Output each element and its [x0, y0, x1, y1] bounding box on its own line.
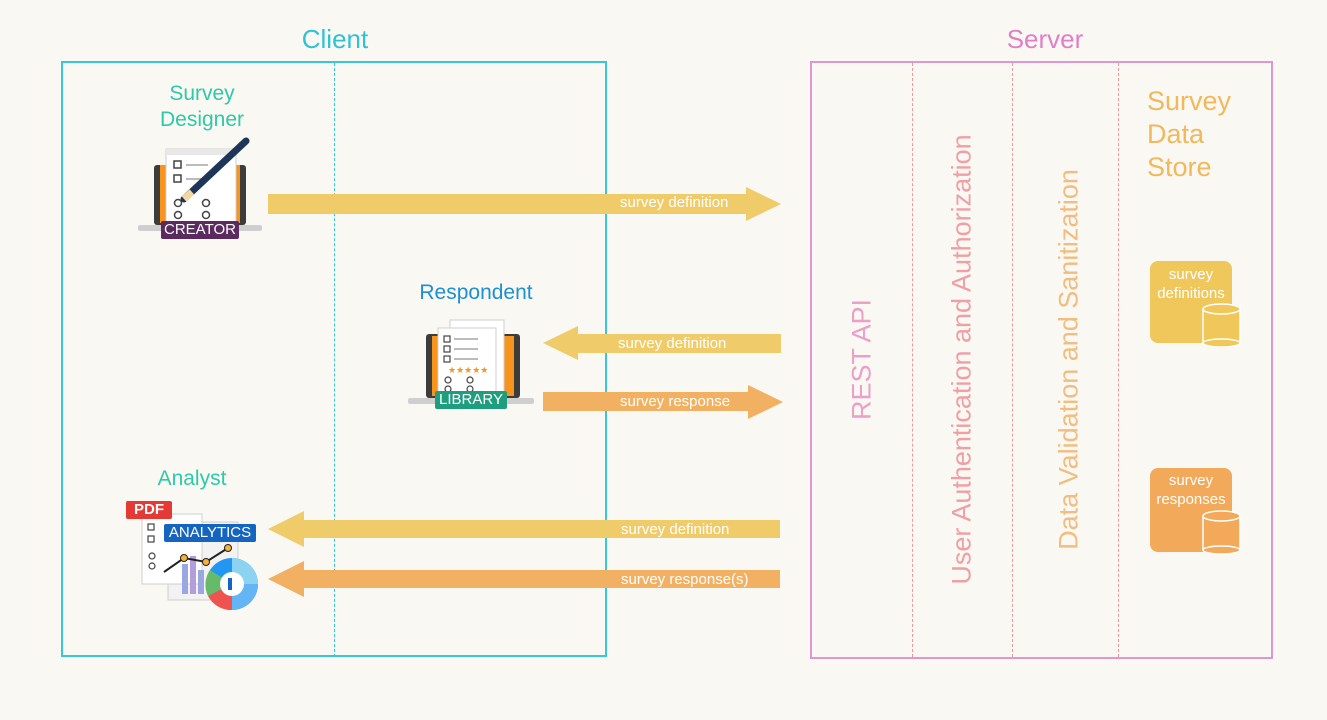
creator-icon: [138, 137, 262, 231]
survey-responses-label: survey responses: [1156, 472, 1226, 508]
validation-layer-label: Data Validation and Sanitization: [1053, 169, 1084, 550]
flow-label-analyst-responses: survey response(s): [621, 571, 749, 588]
respondent-label: Respondent: [419, 281, 533, 304]
flow-arrow-designer-to-server: [268, 187, 781, 221]
flow-label-designer: survey definition: [620, 194, 729, 211]
flow-arrow-definition-to-respondent: [543, 326, 781, 360]
survey-definitions-label: survey definitions: [1157, 266, 1225, 302]
survey-designer-label: Survey Designer: [159, 82, 245, 131]
server-divider-3: [1118, 63, 1119, 657]
library-icon: ★★★★★: [408, 319, 534, 404]
analytics-icon: [141, 513, 258, 611]
server-divider-2: [1012, 63, 1013, 657]
survey-definitions-store: [1150, 261, 1241, 347]
server-title: Server: [1006, 24, 1084, 54]
analytics-badge: ANALYTICS: [164, 524, 256, 542]
analyst-label: Analyst: [157, 467, 227, 490]
flow-label-respondent-response: survey response: [620, 393, 731, 410]
creator-badge: CREATOR: [161, 221, 239, 239]
client-divider: [334, 63, 335, 657]
svg-text:★★★★★: ★★★★★: [448, 365, 488, 375]
pdf-badge: PDF: [126, 501, 172, 519]
rest-api-label: REST API: [846, 298, 877, 421]
server-boundary: [810, 61, 1273, 659]
auth-layer-label: User Authentication and Authorization: [946, 134, 977, 585]
client-title: Client: [301, 24, 369, 54]
flow-arrow-responses-to-analyst: [268, 561, 780, 597]
library-badge: LIBRARY: [435, 391, 507, 409]
flow-label-analyst-definition: survey definition: [621, 521, 730, 538]
flow-label-respondent-definition: survey definition: [618, 335, 727, 352]
survey-data-store-title: Survey Data Store: [1147, 86, 1232, 182]
survey-responses-store: [1150, 468, 1241, 555]
server-divider-1: [912, 63, 913, 657]
flow-arrow-definition-to-analyst: [268, 511, 780, 547]
flow-arrow-response-to-server: [543, 385, 783, 419]
